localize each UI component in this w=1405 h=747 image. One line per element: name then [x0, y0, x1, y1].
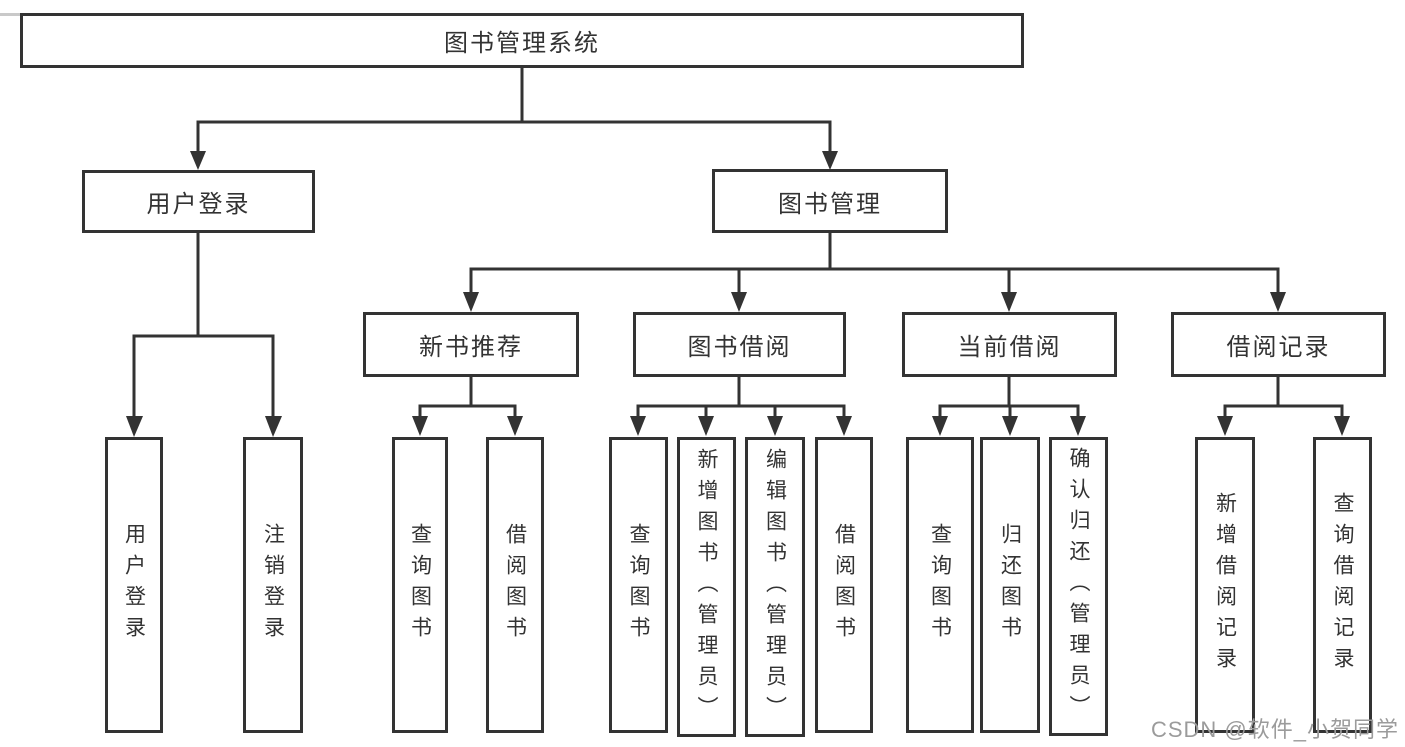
arrowhead — [630, 416, 646, 436]
arrowhead — [126, 416, 143, 437]
connector-book-borrow — [630, 377, 852, 436]
arrowhead — [1070, 416, 1086, 436]
arrowhead — [463, 292, 479, 312]
node-book-borrow-label: 图书借阅 — [687, 334, 792, 361]
leaf-query-book-current: 查询图书 — [906, 437, 974, 733]
leaf-add-book-admin-label: 新增图书（管理员） — [695, 447, 718, 727]
node-user-login: 用户登录 — [82, 170, 315, 233]
arrowhead — [265, 416, 282, 437]
leaf-user-login-label: 用户登录 — [122, 523, 146, 647]
arrowhead — [507, 416, 523, 436]
arrowhead — [412, 416, 428, 436]
leaf-edit-book-admin: 编辑图书（管理员） — [745, 437, 805, 737]
left-edge-line — [0, 13, 21, 16]
node-new-book-recommend-label: 新书推荐 — [419, 334, 523, 361]
arrowhead — [698, 416, 714, 436]
arrowhead — [731, 292, 747, 312]
node-book-mgmt-label: 图书管理 — [778, 190, 882, 218]
leaf-add-borrow-record: 新增借阅记录 — [1195, 437, 1255, 733]
leaf-query-borrow-record-label: 查询借阅记录 — [1331, 492, 1354, 678]
arrowhead — [767, 416, 783, 436]
leaf-confirm-return-admin: 确认归还（管理员） — [1049, 437, 1108, 736]
arrowhead — [1217, 416, 1233, 436]
node-new-book-recommend: 新书推荐 — [363, 312, 579, 377]
leaf-query-book-current-label: 查询图书 — [928, 523, 952, 647]
arrowhead — [1270, 292, 1286, 312]
arrowhead — [1334, 416, 1350, 436]
arrowhead — [190, 151, 206, 170]
leaf-return-book: 归还图书 — [980, 437, 1040, 733]
node-book-borrow: 图书借阅 — [633, 312, 846, 377]
leaf-query-book-borrow: 查询图书 — [609, 437, 668, 733]
arrowhead — [932, 416, 948, 436]
connector-book-mgmt — [463, 233, 1286, 312]
leaf-borrow-book-recommend-label: 借阅图书 — [503, 523, 527, 647]
leaf-edit-book-admin-label: 编辑图书（管理员） — [763, 447, 787, 727]
watermark: CSDN @软件_小贺同学 — [1150, 717, 1399, 742]
leaf-query-borrow-record: 查询借阅记录 — [1313, 437, 1372, 733]
connector-root — [190, 68, 838, 170]
node-borrow-records: 借阅记录 — [1171, 312, 1386, 377]
leaf-query-book-recommend: 查询图书 — [392, 437, 448, 733]
leaf-query-book-recommend-label: 查询图书 — [408, 523, 432, 647]
node-book-mgmt: 图书管理 — [712, 169, 948, 233]
leaf-confirm-return-admin-label: 确认归还（管理员） — [1067, 447, 1090, 726]
leaf-logout: 注销登录 — [243, 437, 303, 733]
node-root: 图书管理系统 — [20, 13, 1024, 68]
node-current-borrow: 当前借阅 — [902, 312, 1117, 377]
node-borrow-records-label: 借阅记录 — [1226, 334, 1331, 361]
leaf-add-borrow-record-label: 新增借阅记录 — [1213, 492, 1237, 678]
arrowhead — [1001, 292, 1017, 312]
node-user-login-label: 用户登录 — [146, 191, 251, 218]
arrowhead — [836, 416, 852, 436]
leaf-borrow-book-recommend: 借阅图书 — [486, 437, 544, 733]
leaf-logout-label: 注销登录 — [261, 523, 285, 647]
leaf-return-book-label: 归还图书 — [998, 523, 1022, 647]
arrowhead — [1002, 416, 1018, 436]
node-current-borrow-label: 当前借阅 — [957, 334, 1062, 361]
leaf-borrow-book: 借阅图书 — [815, 437, 873, 733]
leaf-query-book-borrow-label: 查询图书 — [627, 523, 650, 647]
connector-new-book-recommend — [412, 377, 523, 436]
leaf-add-book-admin: 新增图书（管理员） — [677, 437, 736, 737]
leaf-user-login: 用户登录 — [105, 437, 163, 733]
connector-borrow-records — [1217, 377, 1350, 436]
node-root-label: 图书管理系统 — [444, 30, 600, 57]
leaf-borrow-book-label: 借阅图书 — [832, 523, 856, 647]
connector-current-borrow — [932, 377, 1086, 436]
connector-user-login — [126, 233, 282, 437]
arrowhead — [822, 151, 838, 170]
